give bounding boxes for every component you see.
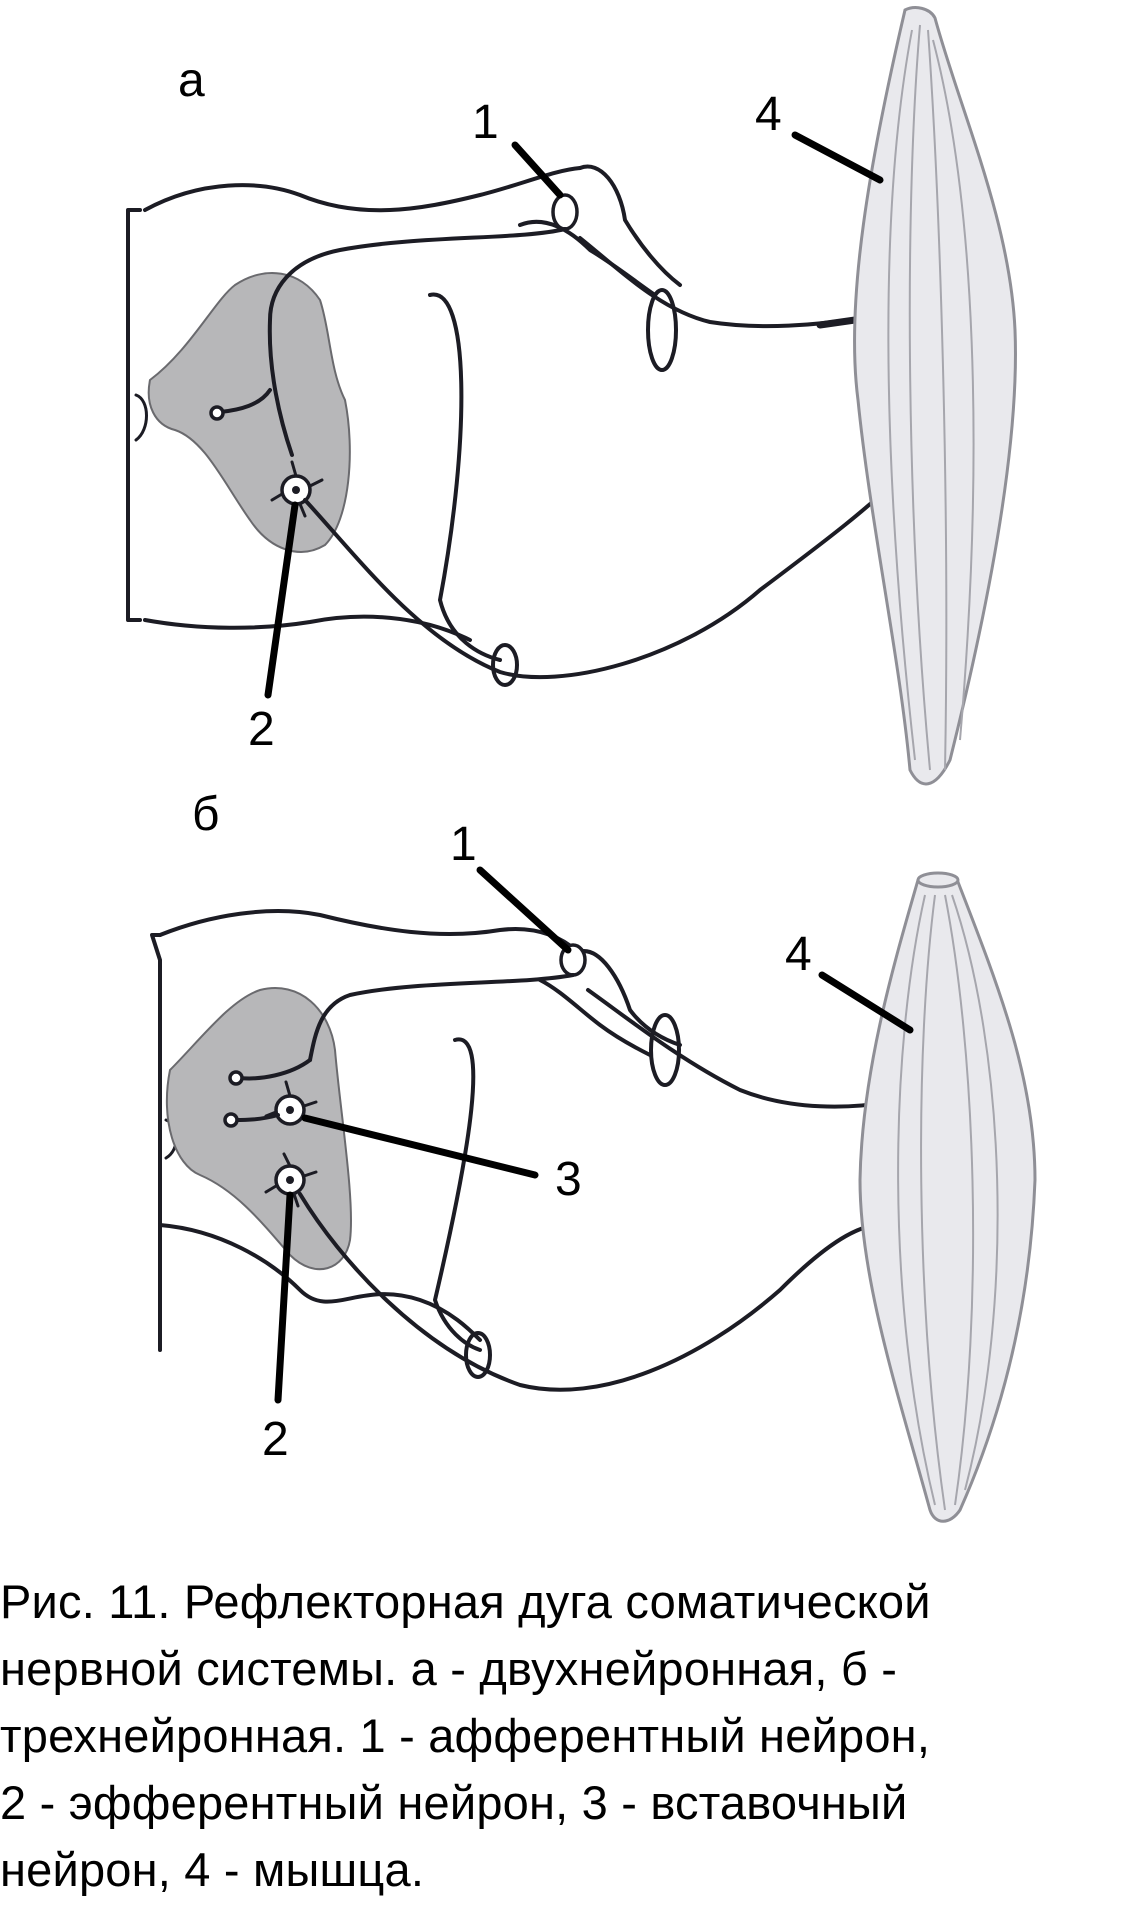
- panel-a-letter: а: [178, 54, 205, 107]
- figure-caption: Рис. 11. Рефлекторная дуга соматической …: [0, 1568, 1125, 1903]
- caption-line: нервной системы. а - двухнейронная, б -: [0, 1642, 898, 1695]
- caption-line: трехнейронная. 1 - афферентный нейрон,: [0, 1709, 931, 1762]
- panel-a-gray-matter: [147, 272, 351, 553]
- panel-a-muscle: [853, 6, 1017, 786]
- panel-b-muscle: [858, 871, 1037, 1523]
- panel-b-efferent-neuron: [264, 1127, 960, 1392]
- caption-line: Рис. 11. Рефлекторная дуга соматической: [0, 1575, 931, 1628]
- panel-b-letter: б: [192, 788, 220, 841]
- panel-a-label-efferent: 2: [248, 703, 275, 756]
- panel-b-label-muscle: 4: [785, 928, 812, 981]
- caption-line: нейрон, 4 - мышца.: [0, 1843, 425, 1896]
- panel-a-efferent-neuron: [270, 388, 958, 680]
- panel-b-label-afferent: 1: [450, 818, 477, 871]
- panel-a-label-afferent: 1: [472, 96, 499, 149]
- panel-b-label-interneuron: 3: [555, 1153, 582, 1206]
- panel-a-label-muscle: 4: [755, 88, 782, 141]
- panel-b: б: [150, 788, 1037, 1523]
- panel-b-interneuron: [223, 1080, 318, 1128]
- reflex-arc-figure: а: [126, 6, 1037, 1523]
- panel-a: а: [126, 6, 1017, 786]
- panel-b-label-efferent: 2: [262, 1413, 289, 1466]
- caption-line: 2 - эфферентный нейрон, 3 - вставочный: [0, 1776, 908, 1829]
